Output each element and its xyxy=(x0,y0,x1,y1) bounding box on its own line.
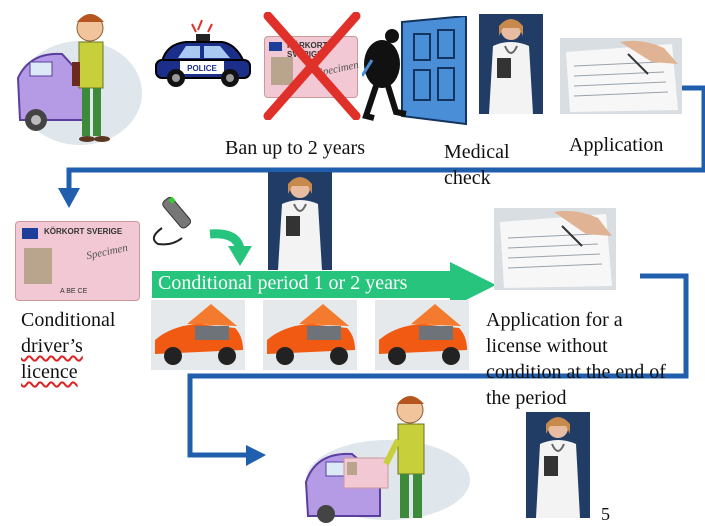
man-with-licence-icon xyxy=(304,396,470,523)
licence-card-title-2: KÖRKORT SVERIGE xyxy=(44,227,123,236)
awc-line-4: the period xyxy=(486,387,567,409)
man-with-car-icon xyxy=(16,14,142,145)
red-cross-icon xyxy=(263,12,361,120)
application-form-icon-2 xyxy=(494,208,616,290)
licence-card-code: A BE CE xyxy=(60,288,88,295)
application-without-condition-label: Application for a license without condit… xyxy=(486,307,702,411)
eu-flag-icon xyxy=(22,228,38,239)
doctor-icon-3 xyxy=(526,412,590,518)
ban-label: Ban up to 2 years xyxy=(225,137,365,159)
application-form-icon xyxy=(560,38,682,114)
car-engine-icon-3 xyxy=(375,300,469,370)
exit-door-icon xyxy=(362,16,467,126)
conditional-licence-card: KÖRKORT SVERIGE Specimen A BE CE xyxy=(15,221,140,301)
page-number: 5 xyxy=(601,504,610,524)
eu-flag-icon xyxy=(269,42,282,51)
conditional-licence-line-1: Conditional xyxy=(21,309,116,331)
conditional-period-arrow: Conditional period 1 or 2 years xyxy=(152,271,452,298)
doctor-icon-2 xyxy=(268,172,332,270)
awc-line-1: Application for a xyxy=(486,309,623,331)
awc-line-2: license without xyxy=(486,335,608,357)
conditional-period-label: Conditional period 1 or 2 years xyxy=(158,272,408,294)
doctor-icon xyxy=(479,14,543,114)
police-car-icon: POLICE xyxy=(155,19,251,87)
green-arrowhead xyxy=(450,262,496,308)
conditional-licence-line-3: licence xyxy=(21,361,78,383)
conditional-licence-label: Conditional driver’s licence xyxy=(21,307,115,385)
awc-line-3: condition at the end of xyxy=(486,361,666,383)
car-engine-icon-1 xyxy=(151,300,245,370)
application-label: Application xyxy=(569,134,664,156)
licence-photo-icon xyxy=(24,248,52,284)
police-car-text: POLICE xyxy=(187,64,217,73)
flow-arrowhead-bottom xyxy=(246,445,266,466)
flow-arrowhead-top xyxy=(58,188,80,208)
green-curved-arrow-icon xyxy=(209,229,252,266)
medical-check-label: Medical check xyxy=(444,141,510,189)
flow-arrow-top xyxy=(66,85,705,190)
conditional-licence-line-2: driver’s xyxy=(21,335,83,357)
breathalyzer-icon xyxy=(152,196,192,246)
licence-card-stamp-2: Specimen xyxy=(85,241,129,263)
licence-photo-icon xyxy=(271,57,293,85)
flow-arrow-middle xyxy=(187,273,689,458)
car-engine-icon-2 xyxy=(263,300,357,370)
